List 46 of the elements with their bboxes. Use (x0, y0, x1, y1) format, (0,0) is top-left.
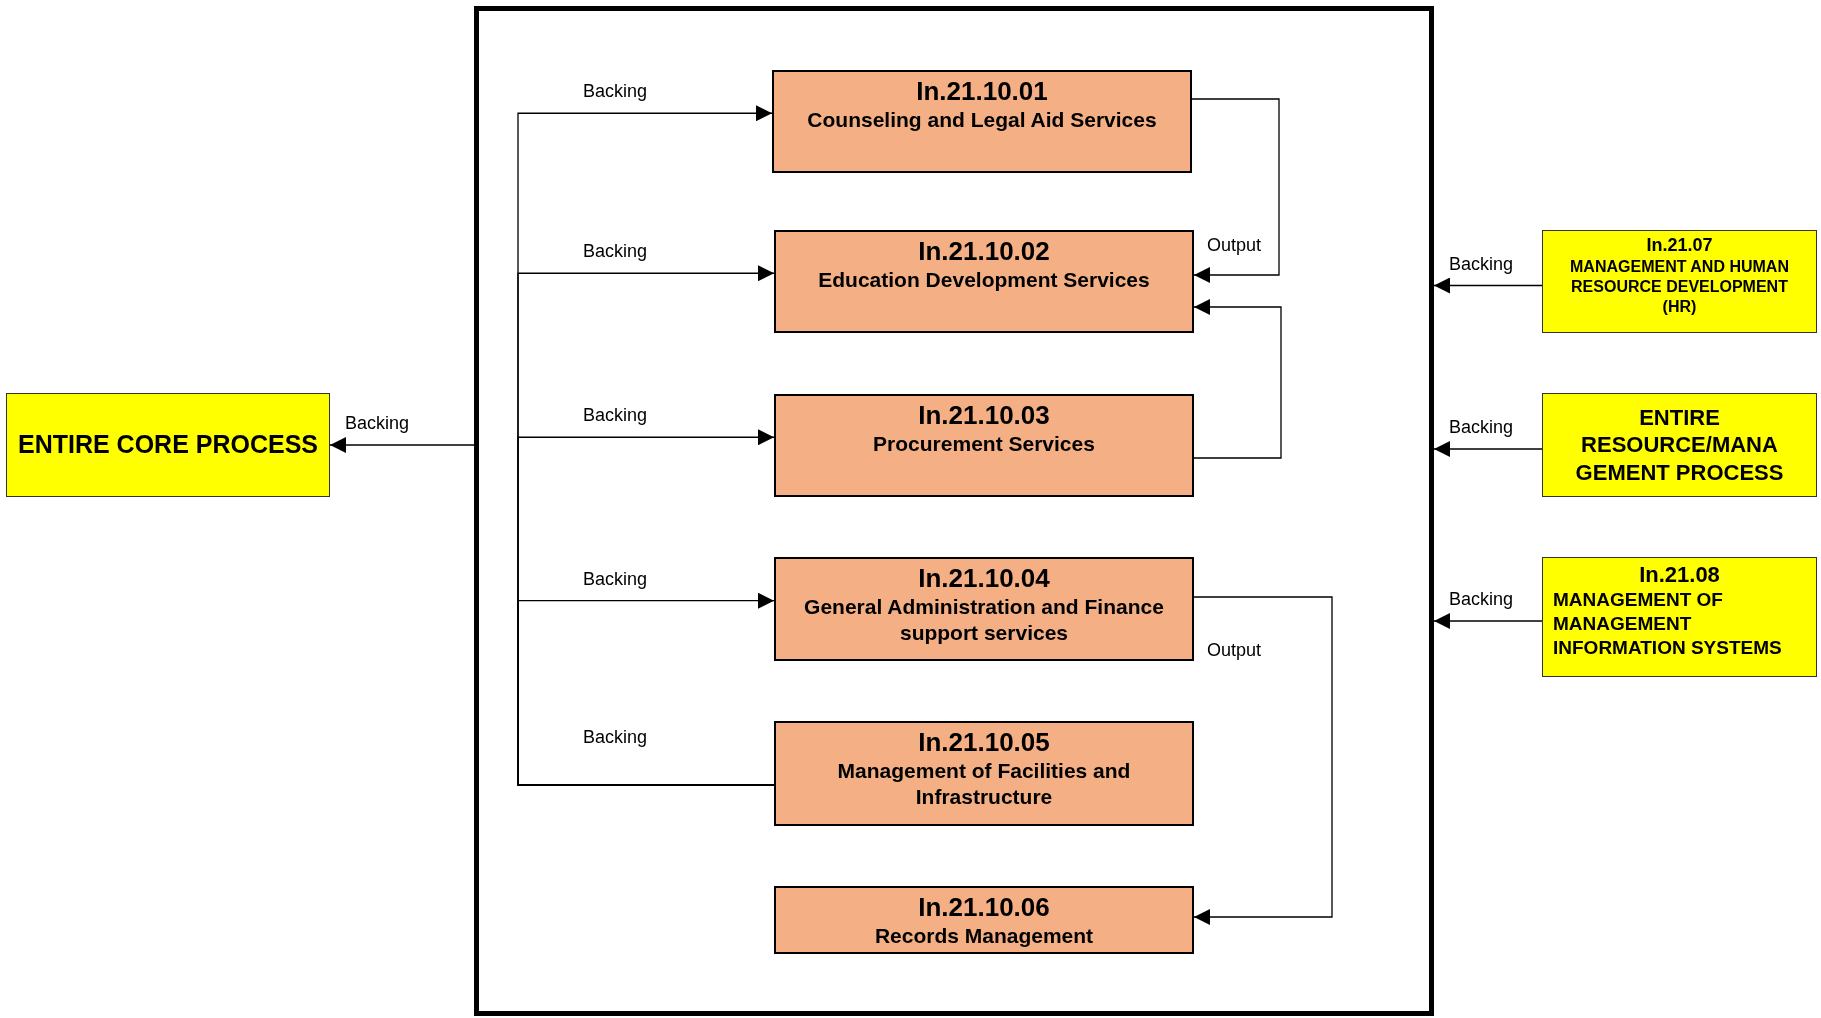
process-box (774, 394, 1194, 497)
process-box (1542, 230, 1817, 333)
connector-arrow (1193, 299, 1282, 459)
process-box (774, 230, 1194, 333)
process-title: MANAGEMENT AND HUMAN RESOURCE DEVELOPMENT (HR) (1569, 256, 1790, 317)
connector-arrow (1433, 277, 1543, 294)
process-code: In.21.10.02 (918, 236, 1050, 268)
process-title: Procurement Services (873, 431, 1095, 458)
connector-arrow (1191, 98, 1280, 283)
process-code: In.21.07 (1646, 235, 1713, 257)
connector-arrow (517, 592, 775, 786)
process-box (774, 721, 1194, 826)
connector-arrow (1193, 596, 1333, 925)
edge-label: Output (1206, 640, 1263, 661)
edge-label: Backing (582, 241, 649, 263)
connector-arrow (329, 437, 475, 453)
process-box (774, 886, 1194, 954)
edge-label: Backing (1448, 417, 1515, 438)
process-code: In.21.10.05 (918, 727, 1050, 759)
process-title: Records Management (874, 923, 1094, 950)
process-code: In.21.08 (1638, 562, 1721, 589)
connector-label: Backing (582, 727, 649, 748)
process-box (6, 393, 330, 497)
process-frame (474, 6, 1434, 1016)
edge-label: Backing (582, 81, 649, 103)
process-title: Management of Facilities and Infrastructure (836, 758, 1132, 811)
process-box (774, 557, 1194, 661)
process-code: In.21.10.04 (918, 563, 1050, 595)
connector-arrow (1433, 613, 1543, 629)
process-box (772, 70, 1192, 173)
edge-label: Output (1206, 235, 1263, 256)
process-title: Counseling and Legal Aid Services (807, 107, 1157, 134)
edge-label: Backing (344, 413, 411, 434)
process-code: In.21.10.01 (916, 76, 1048, 108)
connector-arrow (1433, 441, 1543, 457)
process-title: MANAGEMENT OF MANAGEMENT INFORMATION SYSTEMS (1553, 588, 1783, 660)
process-title: ENTIRE RESOURCE/MANA GEMENT PROCESS (1574, 403, 1785, 487)
process-code: In.21.10.03 (918, 400, 1050, 432)
process-title: Education Development Services (818, 267, 1150, 294)
edge-label: Backing (582, 405, 649, 427)
edge-label: Backing (1448, 589, 1515, 610)
process-title: ENTIRE CORE PROCESS (17, 429, 319, 461)
process-title: General Administration and Finance support services (803, 594, 1165, 647)
process-box (1542, 393, 1817, 497)
process-box (1542, 557, 1817, 677)
process-code: In.21.10.06 (918, 892, 1050, 924)
